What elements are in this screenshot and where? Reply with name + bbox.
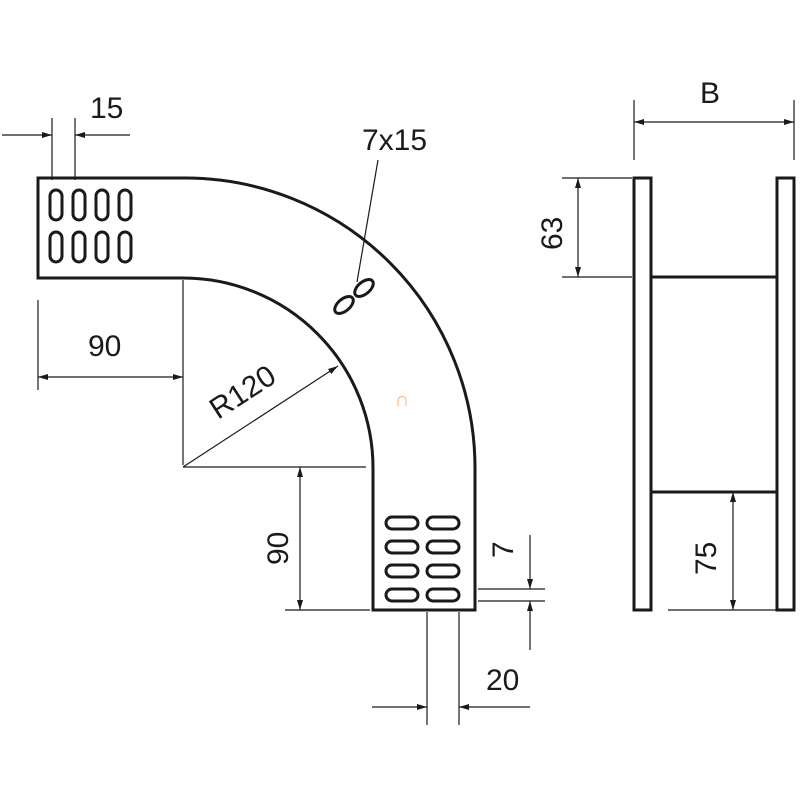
slots-left <box>48 188 133 264</box>
slots-bottom <box>384 515 461 603</box>
origin-mark: ∩ <box>395 389 409 411</box>
label-side-height: 63 <box>536 217 569 250</box>
dim-hole-size: 7x15 <box>356 124 427 283</box>
dim-radius: R120 <box>182 359 366 468</box>
dim-slot-offset: 20 <box>372 612 530 725</box>
bend-outline <box>36 176 477 612</box>
label-slot-spacing: 7 <box>487 541 520 558</box>
dim-width: B <box>633 77 795 160</box>
label-width: B <box>700 77 720 110</box>
dim-inner-height: 75 <box>668 492 777 611</box>
label-inner-height: 75 <box>690 542 723 575</box>
label-radius: R120 <box>204 359 282 426</box>
dim-slot-spacing: 7 <box>478 535 545 650</box>
label-slot-offset: 20 <box>486 664 519 697</box>
label-hole-width: 15 <box>90 92 123 125</box>
middle-holes <box>333 278 375 315</box>
label-vertical-length: 90 <box>262 532 295 565</box>
dim-vertical-length: 90 <box>262 467 370 611</box>
label-horizontal-length: 90 <box>88 330 121 363</box>
label-hole-size: 7x15 <box>362 124 427 157</box>
dim-horizontal-length: 90 <box>37 280 184 465</box>
dim-hole-width: 15 <box>2 92 130 180</box>
dim-side-height: 63 <box>536 177 632 278</box>
cross-section <box>632 176 796 612</box>
